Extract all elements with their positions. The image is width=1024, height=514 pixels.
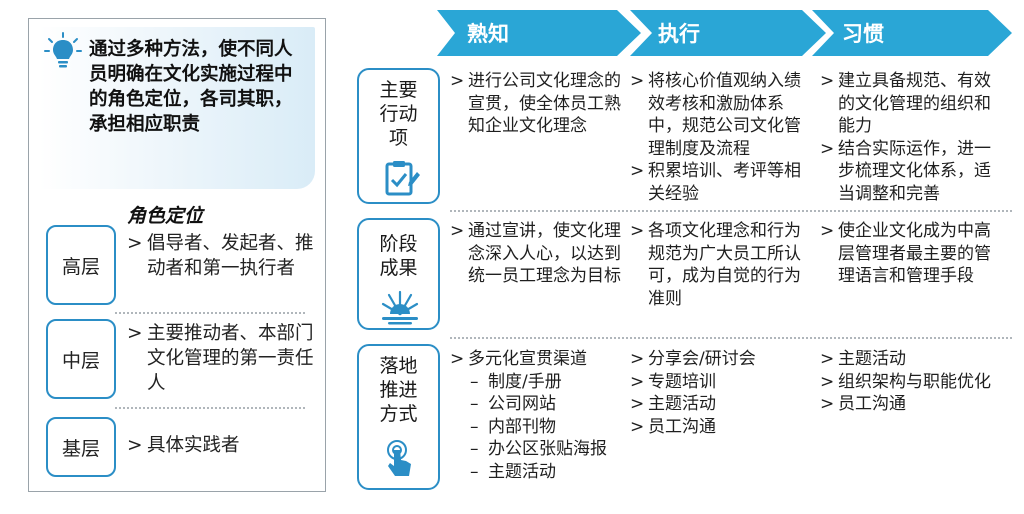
list-item: > 将核心价值观纳入绩效考核和激励体系中，规范公司文化管理制度及流程 [630,71,801,159]
caret-icon: > [820,349,835,369]
list-item: > 建立具备规范、有效的文化管理的组织和能力 [820,71,991,136]
role-panel: 通过多种方法，使不同人员明确在文化实施过程中的角色定位，各司其职，承担相应职责 … [28,18,326,492]
list-item: > 结合实际运作，进一步梳理文化体系，适当调整和完善 [820,138,991,204]
row-label-methods: 落地 推进 方式 [357,344,440,490]
cell-actions-habit: > 建立具备规范、有效的文化管理的组织和能力 > 结合实际运作，进一步梳理文化体… [820,70,1006,205]
stage-chevron-familiarize: 熟知 [437,10,641,56]
cell-results-habit: > 使企业文化成为中高层管理者最主要的管理语言和管理手段 [820,220,1006,288]
touch-hand-icon [387,440,411,476]
intro-box: 通过多种方法，使不同人员明确在文化实施过程中的角色定位，各司其职，承担相应职责 [39,27,315,189]
sub-list-item: – 公司网站 [470,394,556,414]
caret-icon: > [820,71,835,91]
list-item: > 员工沟通 [630,416,716,437]
caret-icon: > [630,349,645,369]
caret-icon: > [630,221,645,241]
sunrise-icon [381,290,419,325]
caret-icon: > [127,435,143,456]
list-item: > 通过宣讲，使文化理念深入人心，以达到统一员工理念为目标 [450,221,621,286]
row-label-actions: 主要 行动 项 [357,68,440,204]
role-label: 基层 [46,417,116,477]
list-item: > 进行公司文化理念的宣贯，使全体员工熟知企业文化理念 [450,71,621,136]
list-item: > 使企业文化成为中高层管理者最主要的管理语言和管理手段 [820,221,991,286]
cell-methods-familiarize: > 多元化宣贯渠道 – 制度/手册 – 公司网站 – 内部刊物 – 办公区张贴海… [450,348,625,483]
list-item: > 专题培训 [630,371,716,392]
lightbulb-icon [44,32,82,68]
stage-chevron-execute: 执行 [630,10,826,56]
row-divider [450,210,1012,212]
cell-actions-execute: > 将核心价值观纳入绩效考核和激励体系中，规范公司文化管理制度及流程 > 积累培… [630,70,814,205]
list-item: > 员工沟通 [820,394,906,414]
row-label-results: 阶段 成果 [357,218,440,330]
sub-list-item: – 内部刊物 [470,416,556,437]
caret-icon: > [630,394,645,414]
dash-icon: – [470,439,479,459]
caret-icon: > [820,371,835,392]
dash-icon: – [470,394,479,414]
clipboard-check-icon [385,161,420,196]
sub-list-item: – 主题活动 [470,461,556,482]
list-item: > 组织架构与职能优化 [820,371,991,392]
cell-results-familiarize: > 通过宣讲，使文化理念深入人心，以达到统一员工理念为目标 [450,220,625,288]
caret-icon: > [450,221,465,241]
list-item: > 主题活动 [630,394,716,414]
row-divider [450,337,1012,339]
caret-icon: > [630,371,645,392]
list-item: > 主题活动 [820,349,906,369]
stage-chevron-habit: 习惯 [812,10,1012,56]
role-description: > 具体实践者 [127,435,240,456]
role-description: > 倡导者、发起者、推动者和第一执行者 [127,233,314,279]
role-description: > 主要推动者、本部门文化管理的第一责任人 [127,323,314,394]
sub-list-item: – 制度/手册 [470,371,562,392]
cell-methods-execute: > 分享会/研讨会 > 专题培训 > 主题活动 > 员工沟通 [630,348,814,438]
list-item: > 积累培训、考评等相关经验 [630,161,801,204]
caret-icon: > [630,71,645,91]
cell-results-execute: > 各项文化理念和行为规范为广大员工所认可，成为自觉的行为准则 [630,220,814,310]
caret-icon: > [127,233,143,254]
caret-icon: > [450,71,465,91]
sub-list-item: – 办公区张贴海报 [470,439,607,459]
dash-icon: – [470,461,479,482]
role-label: 高层 [46,225,116,305]
list-item: > 多元化宣贯渠道 [450,349,587,369]
cell-methods-habit: > 主题活动 > 组织架构与职能优化 > 员工沟通 [820,348,1006,416]
caret-icon: > [820,394,835,414]
caret-icon: > [630,161,645,181]
list-item: > 分享会/研讨会 [630,349,756,369]
caret-icon: > [450,349,465,369]
intro-text: 通过多种方法，使不同人员明确在文化实施过程中的角色定位，各司其职，承担相应职责 [89,39,293,135]
role-label: 中层 [46,319,116,399]
cell-actions-familiarize: > 进行公司文化理念的宣贯，使全体员工熟知企业文化理念 [450,70,625,138]
divider [115,312,305,314]
dash-icon: – [470,416,479,437]
caret-icon: > [127,323,143,344]
dash-icon: – [470,371,479,392]
caret-icon: > [820,221,835,241]
caret-icon: > [820,138,835,159]
list-item: > 各项文化理念和行为规范为广大员工所认可，成为自觉的行为准则 [630,221,801,309]
caret-icon: > [630,416,645,437]
divider [115,407,305,409]
role-section-title: 角色定位 [127,205,204,227]
